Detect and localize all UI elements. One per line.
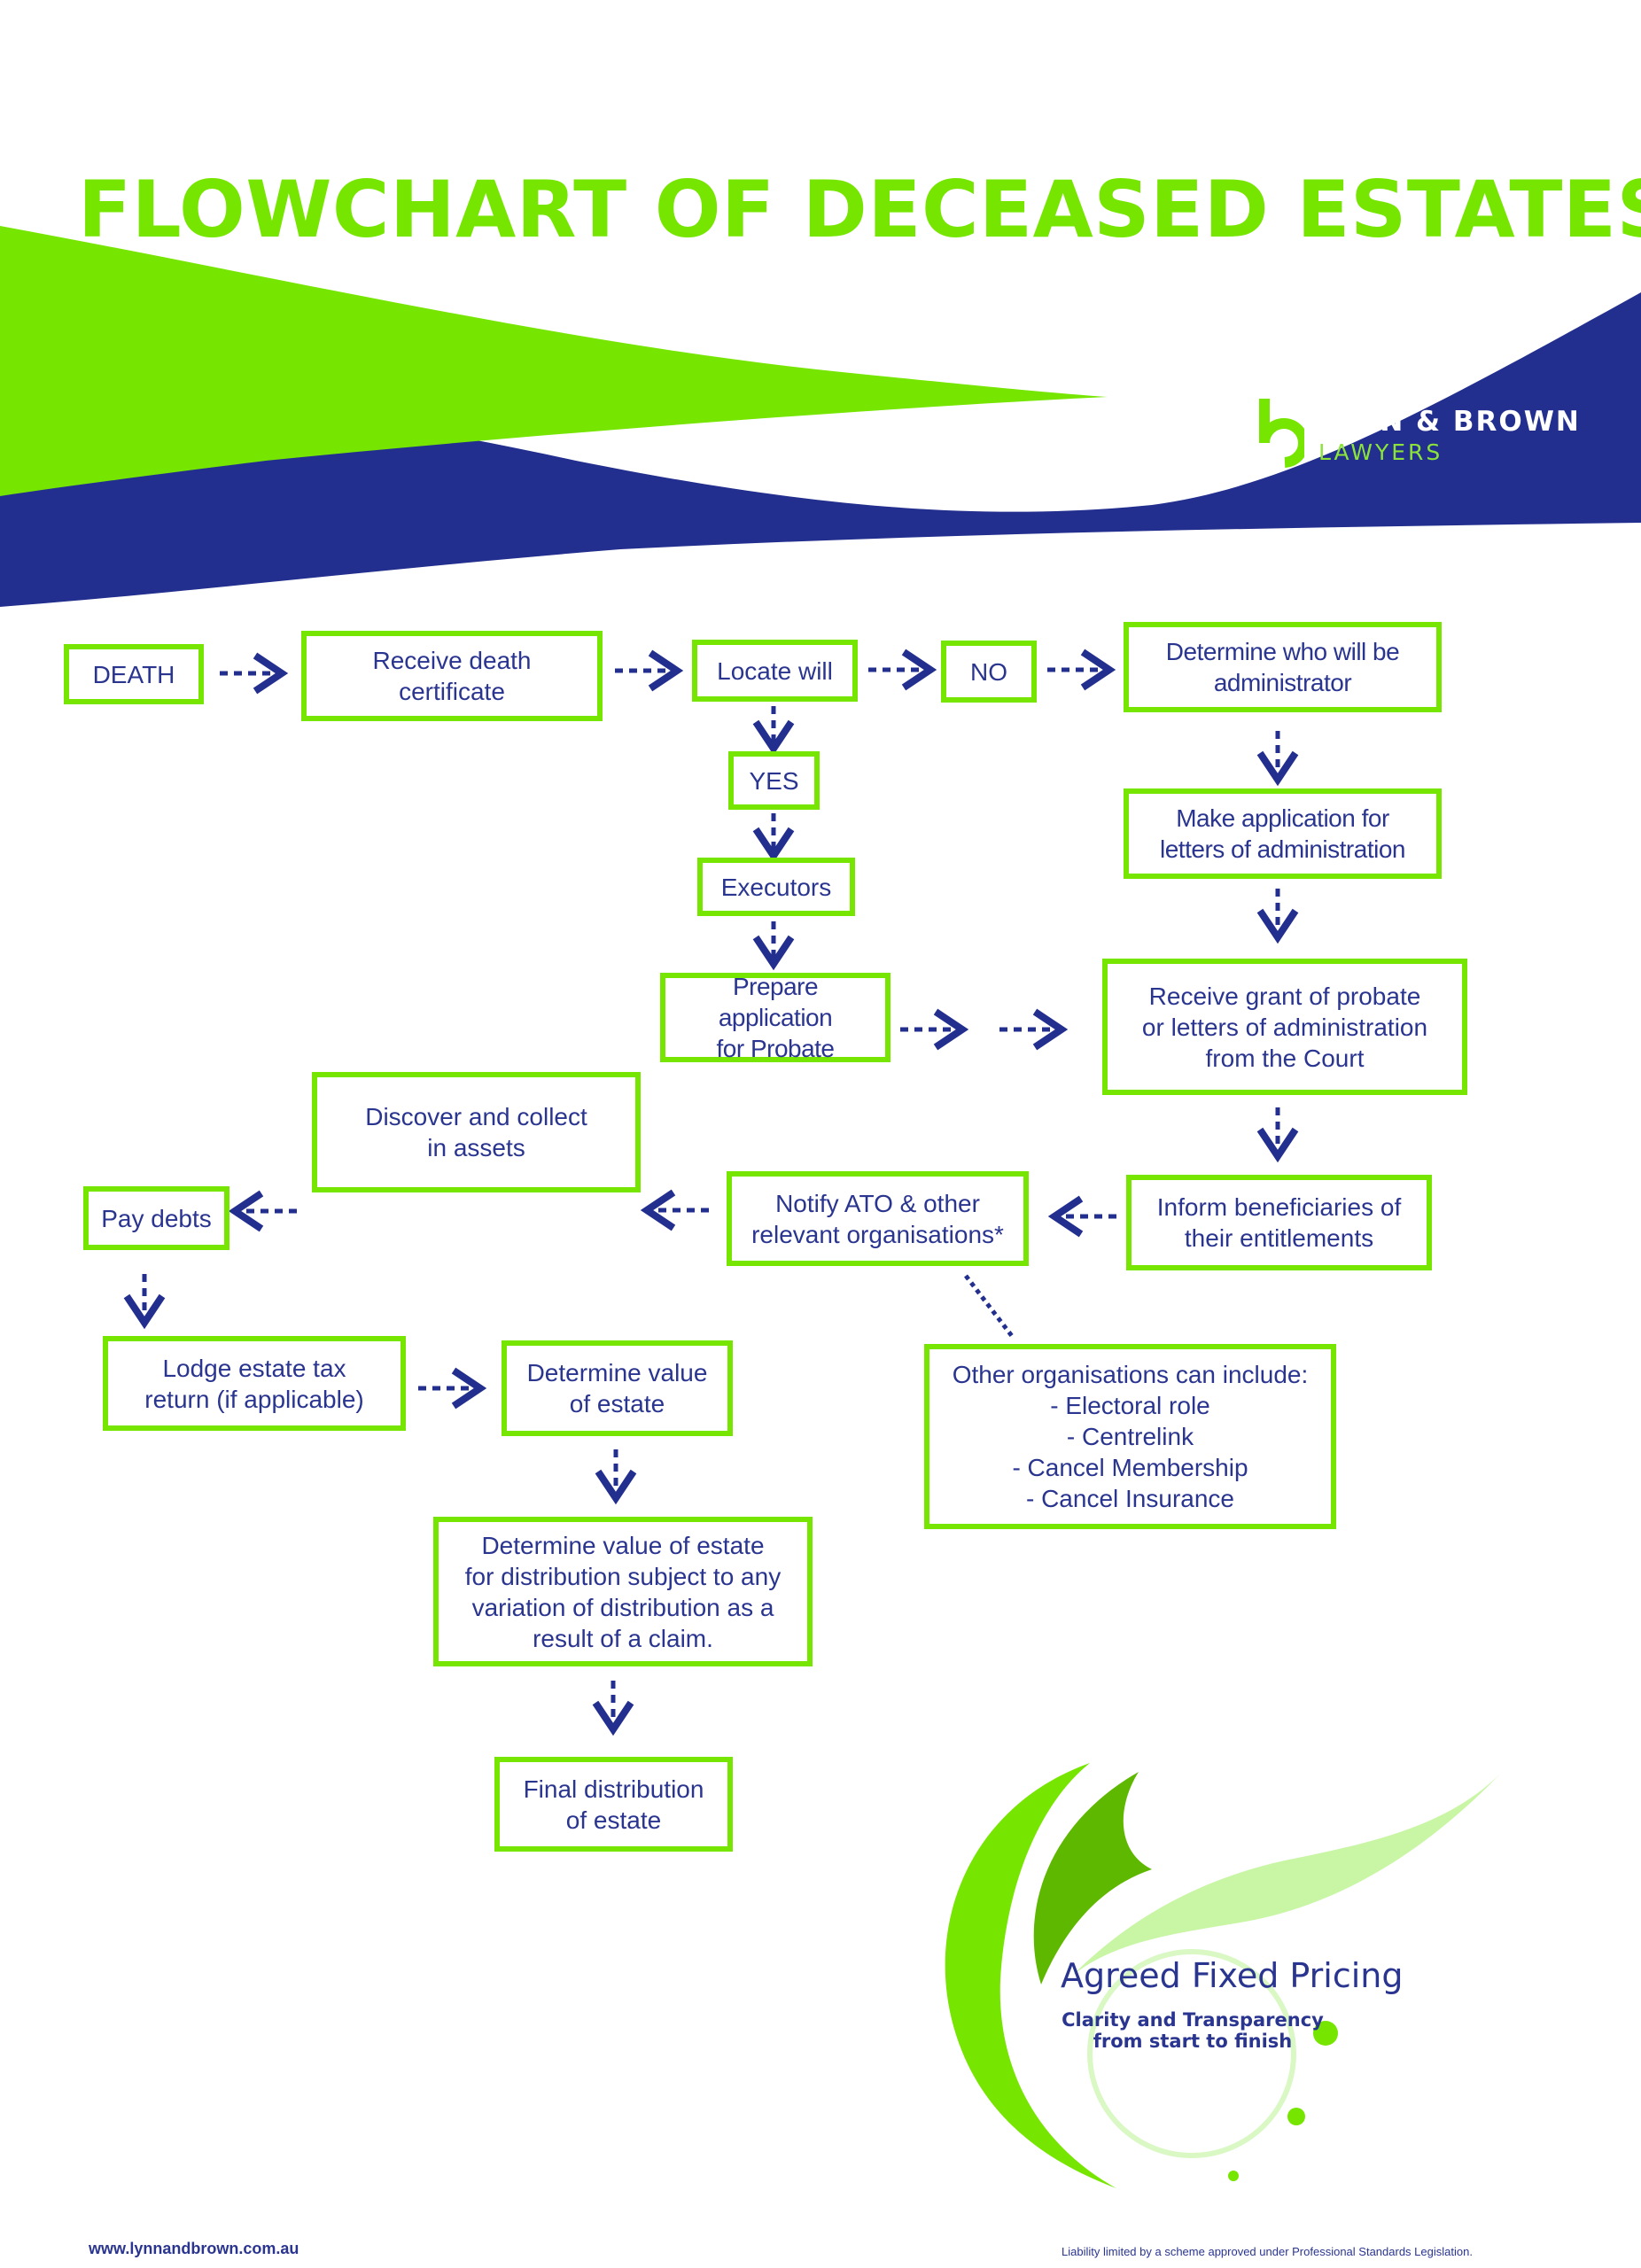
node-lodge-tax-return: Lodge estate tax return (if applicable) — [103, 1336, 406, 1431]
pricing-subtitle: Clarity and Transparency from start to f… — [1062, 2009, 1324, 2052]
node-executors: Executors — [697, 858, 855, 916]
node-inform-beneficiaries: Inform beneficiaries of their entitlemen… — [1126, 1175, 1432, 1270]
node-yes: YES — [728, 751, 820, 810]
lynn-brown-logo-icon — [1202, 399, 1304, 475]
pricing-swirl-graphic — [945, 1763, 1506, 2188]
node-receive-death-certificate: Receive death certificate — [301, 631, 603, 721]
node-make-application: Make application for letters of administ… — [1124, 788, 1442, 879]
node-determine-administrator: Determine who will be administrator — [1124, 622, 1442, 712]
brand-wordmark: LYNN & BROWN LAWYERS — [1318, 406, 1581, 465]
node-determine-value: Determine value of estate — [502, 1340, 733, 1436]
node-receive-grant: Receive grant of probate or letters of a… — [1102, 959, 1467, 1095]
node-determine-distribution: Determine value of estate for distributi… — [433, 1517, 813, 1666]
connector-notify-to-other — [964, 1274, 1014, 1338]
node-death: DEATH — [64, 644, 204, 704]
node-other-organisations: Other organisations can include: - Elect… — [924, 1344, 1336, 1529]
node-pay-debts: Pay debts — [83, 1186, 229, 1250]
pricing-title: Agreed Fixed Pricing — [1061, 1956, 1404, 1995]
node-no: NO — [941, 641, 1037, 703]
brand-name: LYNN & BROWN — [1318, 406, 1581, 438]
node-final-distribution: Final distribution of estate — [494, 1757, 733, 1852]
header-banner — [0, 226, 1641, 607]
node-prepare-probate: Prepare application for Probate — [660, 973, 890, 1062]
node-discover-assets: Discover and collect in assets — [312, 1072, 641, 1192]
website-link[interactable]: www.lynnandbrown.com.au — [89, 2240, 299, 2257]
liability-note: Liability limited by a scheme approved u… — [1062, 2245, 1473, 2258]
page-title: FLOWCHART OF DECEASED ESTATES — [78, 164, 1641, 255]
brand-subtitle: LAWYERS — [1318, 439, 1443, 465]
node-notify-ato: Notify ATO & other relevant organisation… — [727, 1171, 1029, 1266]
node-locate-will: Locate will — [692, 640, 858, 702]
